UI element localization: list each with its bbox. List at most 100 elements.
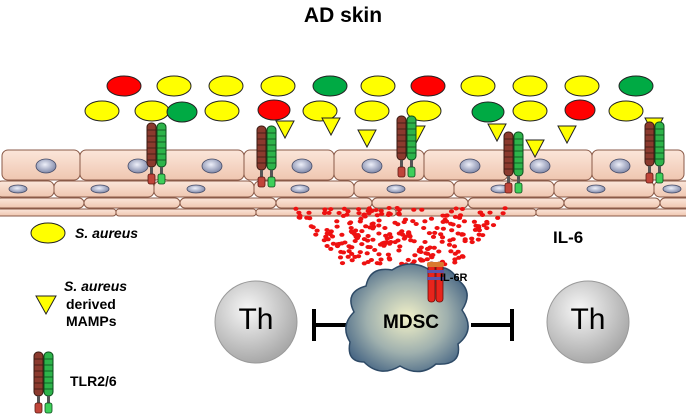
il6-dot — [392, 220, 398, 225]
s-aureus-bacterium — [204, 100, 240, 122]
il6-dot — [495, 215, 501, 220]
il6-dot — [336, 211, 342, 215]
mamp-triangles — [275, 117, 664, 159]
il6-dot — [428, 216, 435, 221]
il6-dot — [364, 251, 370, 256]
il6-dot — [448, 221, 454, 226]
s-aureus-bacterium — [156, 75, 192, 97]
il6-dot — [349, 245, 355, 250]
il6-dot — [321, 238, 327, 243]
il6-dot — [324, 244, 330, 248]
il6-dot — [358, 216, 364, 221]
il6-dot — [346, 249, 352, 254]
il6-dot — [405, 257, 411, 262]
il6-dot — [388, 235, 394, 240]
il6-dot — [438, 232, 444, 237]
il6-dot — [386, 211, 392, 216]
il6-dot — [392, 240, 398, 245]
il6-dot — [484, 219, 490, 224]
il6-dot — [354, 236, 360, 241]
il6-dot — [440, 213, 446, 218]
il6-dot — [487, 210, 493, 215]
mamp-triangle — [321, 117, 341, 137]
il6-dot — [324, 228, 330, 232]
il6-dot — [446, 242, 453, 247]
il6-dot — [439, 235, 446, 240]
il6-dot — [361, 213, 367, 218]
legend-mamps-label-line1: S. aureus — [64, 278, 128, 294]
il6-dot — [387, 232, 393, 237]
s-aureus-bacterium — [512, 100, 548, 122]
il6-dot — [339, 232, 345, 237]
s-aureus-bacterium — [406, 100, 442, 122]
il6-label: IL-6 — [553, 228, 584, 247]
legend-tlr-label: TLR2/6 — [70, 373, 117, 389]
il6-dot — [426, 231, 432, 236]
green-bacterium — [471, 101, 505, 123]
il6-dot — [396, 248, 402, 253]
il6-dot — [472, 227, 478, 232]
green-bacterium — [166, 101, 198, 123]
mdsc-label: MDSC — [383, 312, 439, 333]
il6-dot — [372, 248, 378, 252]
il6-dot — [440, 219, 446, 224]
il6-dot — [330, 241, 336, 246]
il6-dot — [387, 241, 393, 246]
il6-dot — [334, 224, 340, 229]
red-bacterium — [257, 99, 291, 121]
il6-dot — [382, 226, 388, 230]
il6-dot — [417, 257, 423, 262]
il6-dot — [452, 214, 458, 219]
s-aureus-bacterium — [208, 75, 244, 97]
s-aureus-bacterium — [302, 100, 338, 122]
inhibition-right — [471, 309, 514, 341]
il6-dot — [447, 238, 453, 243]
il6-dot — [475, 237, 481, 242]
il6-dot — [325, 237, 331, 242]
il6-dot — [453, 206, 459, 211]
il6-dot — [424, 246, 431, 251]
il6-dot — [345, 254, 351, 259]
il6-dot — [334, 219, 340, 224]
red-bacterium — [564, 99, 596, 121]
il6-dot — [367, 245, 373, 250]
il6-dot — [481, 223, 487, 228]
il6-dot — [376, 252, 382, 257]
il6-dot — [484, 226, 490, 231]
il6-dot — [326, 210, 332, 215]
green-bacterium — [312, 75, 348, 97]
il6-dot — [328, 207, 334, 212]
il6-dot — [412, 253, 418, 258]
legend-tlr-symbol — [33, 351, 54, 414]
il6-dot — [396, 207, 402, 212]
th-left-label: Th — [238, 303, 274, 336]
il6-dot — [374, 261, 380, 266]
il6-dot — [369, 222, 375, 226]
mamp-triangle — [525, 139, 545, 159]
il6r-label: IL-6R — [440, 272, 468, 284]
s-aureus-bacterium — [84, 100, 120, 122]
skin-layers — [0, 148, 686, 222]
il6-dot — [421, 226, 427, 230]
il6-dot — [411, 239, 417, 244]
il6-dot — [340, 213, 346, 218]
il6-dot — [329, 234, 336, 239]
il6-dot — [475, 224, 482, 229]
il6-dot — [490, 223, 497, 228]
il6-dot — [400, 232, 406, 237]
il6-dot — [310, 225, 316, 230]
il6-dot — [456, 224, 462, 229]
il6-dot — [410, 219, 416, 224]
il6-dot — [430, 234, 437, 239]
il6-dot — [322, 210, 328, 215]
il6-dot — [374, 213, 380, 218]
il6-dot — [356, 207, 362, 212]
il6-dot — [349, 251, 355, 256]
il6-dot — [349, 258, 355, 263]
il6-dot — [376, 218, 382, 223]
il6-dot — [304, 215, 310, 220]
il6-dot — [413, 222, 419, 226]
legend-mamps-label-line2: derived — [66, 296, 116, 312]
il6-dot — [365, 238, 371, 243]
